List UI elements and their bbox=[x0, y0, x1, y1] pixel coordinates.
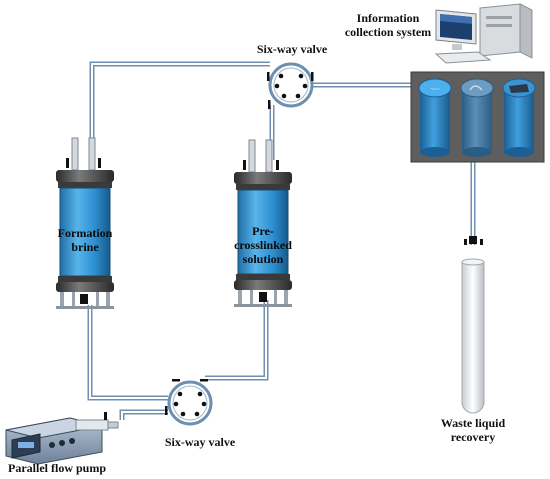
parallel-pump-label: Parallel flow pump bbox=[8, 461, 106, 475]
computer-icon bbox=[434, 3, 533, 64]
pipe-solution-to-bottom-valve bbox=[205, 300, 269, 381]
formation-brine-vessel bbox=[56, 137, 114, 309]
waste-test-tube bbox=[461, 236, 485, 414]
six-way-valve-bottom bbox=[165, 379, 213, 426]
formation-brine-label: Formation brine bbox=[57, 226, 113, 254]
valve-top-label: Six-way valve bbox=[256, 42, 328, 56]
info-system-label: Information collection system bbox=[344, 11, 432, 39]
core-sample-1: ~~~ bbox=[418, 78, 452, 157]
parallel-flow-pump bbox=[5, 412, 119, 465]
pipe-valve-to-pump bbox=[119, 409, 168, 420]
six-way-valve-top bbox=[267, 62, 314, 109]
tubing bbox=[87, 61, 476, 420]
core-sample-panel: ~~~ bbox=[410, 71, 545, 163]
core-sample-2 bbox=[460, 78, 494, 157]
pre-crosslinked-label: Pre- crosslinked solution bbox=[234, 224, 292, 266]
pipe-brine-to-bottom-valve bbox=[87, 305, 168, 401]
waste-liquid-label: Waste liquid recovery bbox=[440, 416, 506, 444]
pipe-brine-to-top-valve bbox=[89, 61, 270, 150]
core-sample-3 bbox=[502, 78, 536, 157]
valve-bottom-label: Six-way valve bbox=[164, 435, 236, 449]
pre-crosslinked-solution-vessel bbox=[234, 139, 292, 307]
svg-text:~~~: ~~~ bbox=[431, 87, 440, 93]
